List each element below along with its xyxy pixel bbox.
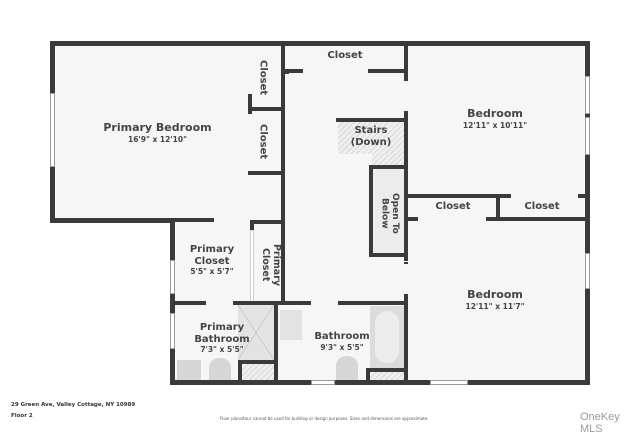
label-primary-closet: Primary Closet 5'5" x 5'7" [180, 244, 244, 277]
label-closet-hall-top: Closet [290, 50, 400, 62]
room-dims: 16'9" x 12'10" [128, 134, 187, 144]
disclaimer-text: Floor plans/tour cannot be used for buil… [220, 416, 429, 421]
room-name: Closet [524, 201, 560, 212]
window-br1-right-b [585, 117, 590, 155]
label-bathroom: Bathroom 9'3" x 5'5" [296, 331, 388, 352]
bathtub-basin [375, 311, 399, 363]
floor-cutout-bottom-left [40, 221, 170, 391]
label-open-to-below: Open To Below [376, 178, 400, 248]
window-pc-left [170, 260, 175, 294]
wall-bath-top-b [338, 301, 408, 305]
bath-closet-hatch [370, 372, 404, 380]
wall-hall-right-mid [404, 111, 408, 261]
room-name: Open To Below [379, 192, 400, 234]
wall-br2-top-b [486, 217, 588, 221]
wall-br2-top-a [408, 217, 418, 221]
pbath-closet-hatch [242, 364, 274, 380]
room-name: Stairs [354, 125, 388, 136]
wall-otb-top [369, 165, 408, 169]
brand-watermark: OneKey MLS [580, 411, 620, 435]
floor-plan: Primary Bedroom 16'9" x 12'10" Closet Cl… [11, 41, 620, 435]
room-sub: (Down) [350, 136, 392, 148]
floor-label: Floor 2 [11, 413, 33, 419]
room-name: Primary Bedroom [103, 121, 212, 134]
wall-bath-divider [274, 301, 278, 384]
label-closet-pb-top: Closet [257, 58, 269, 98]
label-closet-br-right: Closet [500, 201, 584, 213]
room-dims: 9'3" x 5'5" [320, 342, 364, 352]
wall-br-closet-divider [496, 194, 500, 220]
room-name: Closet [257, 60, 269, 96]
shower-icon [238, 305, 274, 360]
pbath-sink [177, 360, 201, 380]
wall-pbath-closet-left [238, 360, 242, 382]
wall-bath-closet-top [366, 368, 408, 372]
wall-pb-closet-divider [248, 107, 284, 111]
wall-left-step [50, 218, 174, 223]
door-pc-small [250, 230, 254, 302]
label-closet-br-left: Closet [410, 201, 496, 213]
room-name: Closet [327, 50, 363, 61]
wall-pbath-closet-top [238, 360, 278, 364]
room-dims: 5'5" x 5'7" [190, 267, 234, 276]
wall-pb-closet-left-a [248, 94, 252, 114]
wall-pc-small-top [250, 220, 284, 224]
room-name: Primary Closet [260, 243, 282, 287]
label-primary-closet-small: Primary Closet [255, 232, 282, 298]
wall-hall-left [281, 41, 285, 219]
wall-pbath-top-a [170, 301, 206, 305]
room-name: Bedroom [467, 288, 523, 301]
wall-br2-left-a [404, 262, 408, 264]
room-dims: 7'3" x 5'5" [200, 345, 244, 354]
room-dims: 12'11" x 10'11" [462, 120, 528, 130]
wall-otb-bottom [369, 253, 408, 257]
address-text: 29 Green Ave, Valley Cottage, NY 10989 [11, 402, 136, 408]
wall-br1-bottom-b [578, 194, 588, 198]
label-primary-bedroom: Primary Bedroom 16'9" x 12'10" [90, 121, 225, 144]
room-name: Closet [257, 124, 269, 160]
room-name: Primary Bathroom [194, 322, 250, 345]
otb-floor [373, 169, 404, 253]
wall-right [585, 41, 590, 385]
label-bedroom-bottom: Bedroom 12'11" x 11'7" [440, 288, 550, 311]
room-dims: 12'11" x 11'7" [465, 301, 525, 311]
wall-pbath-top-b [233, 301, 311, 305]
stairs-hatch-lower [372, 154, 404, 166]
window-br2-bottom [430, 380, 468, 385]
wall-pc-top [170, 218, 214, 222]
wall-stairs-top [336, 118, 408, 122]
label-bedroom-top: Bedroom 12'11" x 10'11" [440, 107, 550, 130]
bath-toilet [336, 356, 358, 380]
wall-hall-right-upper [404, 41, 408, 81]
wall-bath-closet-left [366, 368, 370, 382]
window-br1-right-a [585, 76, 590, 114]
window-pbath-left [170, 313, 175, 349]
wall-pc-small-left [250, 220, 254, 230]
label-closet-pb-bottom: Closet [257, 122, 269, 162]
wall-br2-left-b [404, 294, 408, 384]
room-name: Primary Closet [189, 244, 235, 267]
wall-pb-closet-bottom [248, 171, 284, 175]
wall-hall-closet-bottom-a [285, 69, 303, 73]
room-name: Bedroom [467, 107, 523, 120]
room-name: Closet [435, 201, 471, 212]
window-bath-bottom [311, 380, 335, 385]
wall-hall-closet-bottom-b [368, 69, 408, 73]
wall-bottom [170, 380, 590, 385]
room-name: Bathroom [314, 331, 370, 342]
wall-otb-left [369, 165, 373, 257]
pbath-toilet [209, 358, 231, 380]
stairs-hatch [338, 121, 404, 154]
bath-sink [280, 310, 302, 340]
label-stairs: Stairs (Down) [338, 125, 404, 148]
wall-pc-small-right [281, 215, 285, 305]
label-primary-bathroom: Primary Bathroom 7'3" x 5'5" [184, 322, 260, 355]
window-br2-right [585, 253, 590, 289]
wall-br1-bottom-a [408, 194, 511, 198]
wall-top [50, 41, 590, 46]
window-pb-left [50, 93, 55, 167]
